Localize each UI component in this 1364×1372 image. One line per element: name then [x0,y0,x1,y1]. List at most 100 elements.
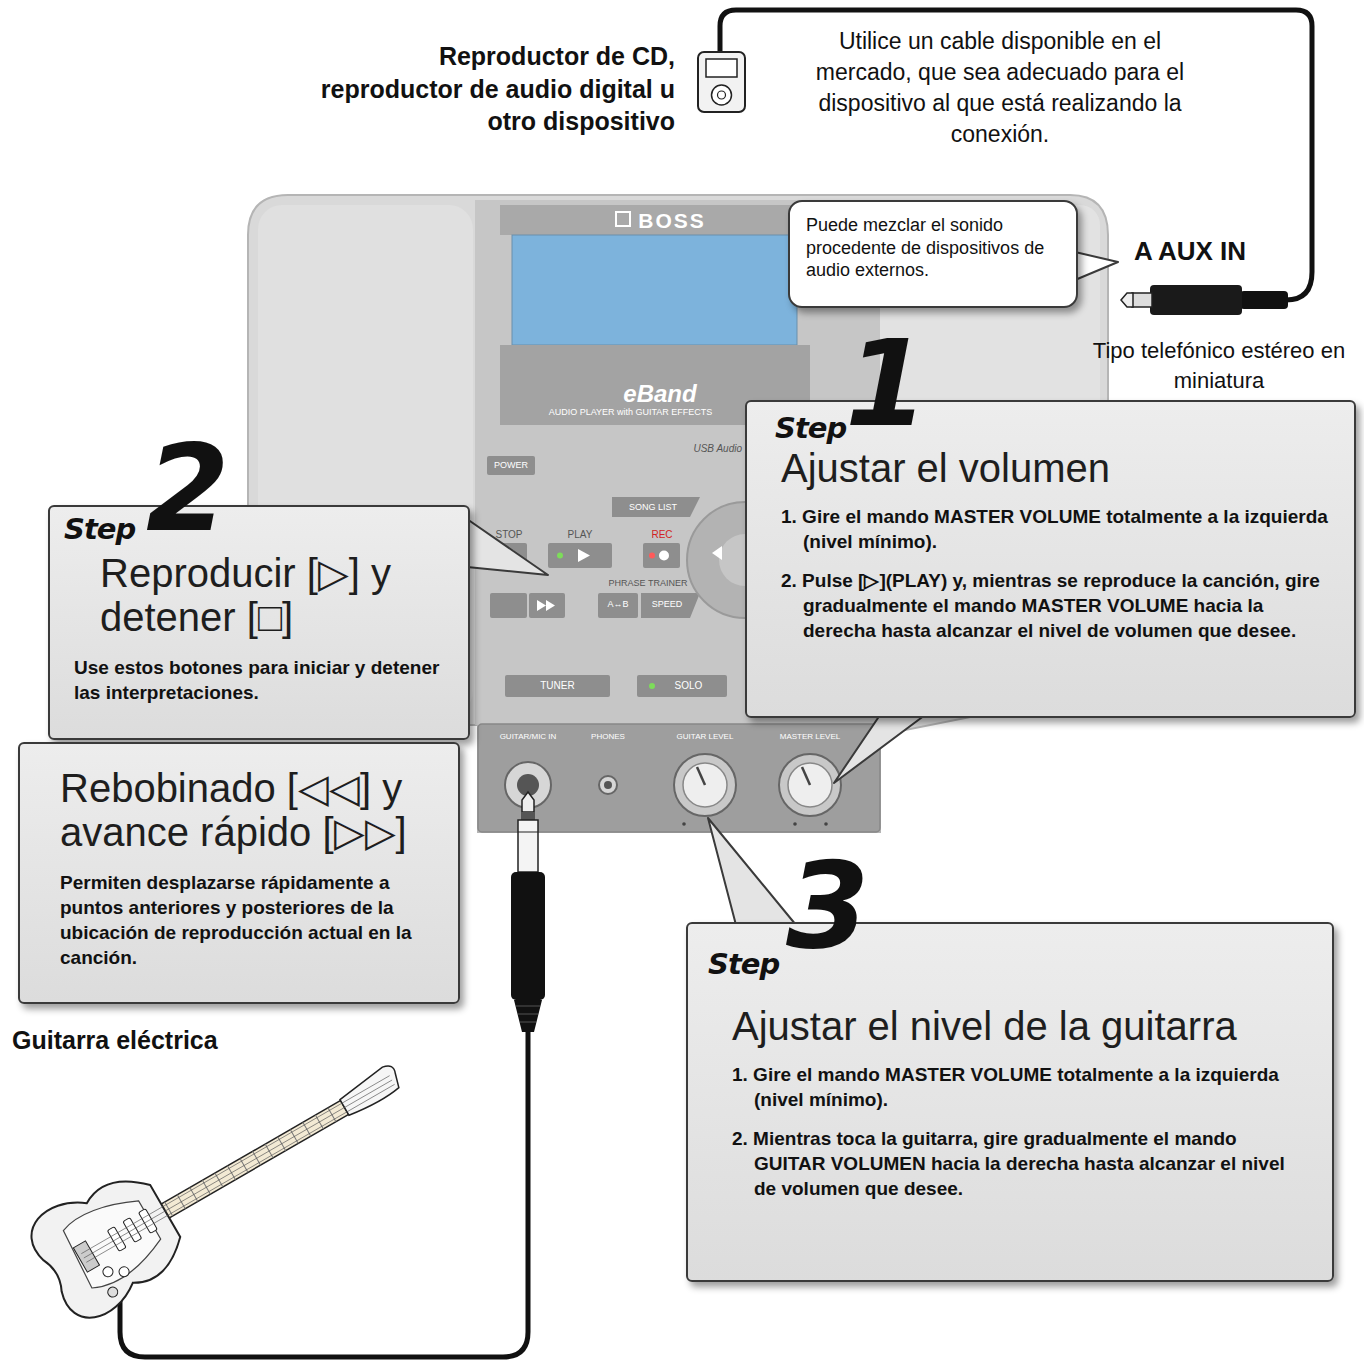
step-word: Step [708,950,779,979]
step-number: 2 [146,429,230,549]
electric-guitar [106,1285,120,1299]
device-buttons [637,675,727,697]
button-symbols [649,683,655,689]
aux-plug [1121,293,1133,307]
step-box: Step3Ajustar el nivel de la guitarra1. G… [686,922,1334,1282]
jack-label: PHONES [583,732,633,741]
jack-panel [779,754,841,816]
guitar-plug [516,1006,540,1007]
step-word: Step [775,414,846,443]
aux-plug [1150,285,1242,315]
button-symbols [659,551,669,561]
audio-player-icon [706,59,737,77]
jack-panel [683,763,727,807]
electric-guitar [336,1063,404,1118]
button-symbols [537,600,555,611]
box-text: Permiten desplazarse rápidamente a punto… [60,870,440,970]
aux-cable [720,10,1312,300]
jack-panel [802,767,810,785]
box-heading: Ajustar el nivel de la guitarra [732,1004,1310,1048]
product-subtitle: AUDIO PLAYER with GUITAR EFFECTS [528,407,733,417]
speech-bubble: Puede mezclar el sonido procedente de di… [788,200,1078,308]
step-box: Step2Reproducir [▷] y detener [□]Use est… [48,505,470,740]
aux-cable [720,10,1312,300]
device-buttons [712,546,722,560]
electric-guitar [101,1265,115,1279]
electric-guitar [81,1076,389,1254]
guitar-plug [520,1022,536,1023]
aux-plug [1121,285,1288,315]
box-text: Puede mezclar el sonido procedente de di… [806,214,1060,282]
audio-player-icon [698,52,745,112]
knob-label: GUITAR LEVEL [660,732,750,741]
device-buttons [505,675,610,697]
jack-panel [824,822,828,826]
jack-label: GUITAR/MIC IN [488,732,568,741]
panel-label: PHRASE TRAINER [596,578,700,588]
button-label: SOLO [650,680,727,691]
callout-tail [834,715,925,783]
electric-guitar [86,1084,394,1262]
guitar-plug [521,812,535,820]
jack-panel [599,776,617,794]
guitar-plug [522,792,534,812]
device-note: Reproductor de CD, reproductor de audio … [295,40,675,138]
box-heading: Reproducir [▷] y detener [□] [100,551,450,639]
button-symbols [578,549,590,562]
plug-type: Tipo telefónico estéreo en miniatura [1078,336,1360,395]
button-label: SONG LIST [612,502,694,512]
product-name: eBand [600,380,720,408]
jack-panel [674,754,736,816]
device-buttons [612,497,700,517]
device-buttons [641,593,700,618]
aux-plug [1240,291,1288,309]
step-word: Step [64,515,135,544]
box-heading: Rebobinado [◁◁] y avance rápido [▷▷] [60,766,440,854]
panel-label: STOP [488,529,530,540]
button-label: TUNER [505,680,610,691]
panel-label: USB Audio [682,443,742,454]
button-label: A↔B [598,599,638,609]
box-heading: Ajustar el volumen [781,446,1338,490]
box-text: 1. Gire el mando MASTER VOLUME totalment… [732,1062,1310,1112]
device-buttons [529,593,565,618]
device-buttons [548,543,612,568]
audio-player-icon [718,91,726,99]
button-symbols [557,553,563,559]
electric-guitar [58,1187,168,1293]
device-body [512,235,797,345]
audio-player-icon [712,85,732,105]
jack-panel [697,767,705,785]
jack-panel [793,822,797,826]
knob-label: MASTER LEVEL [768,732,852,741]
guitar-plug [511,792,545,1032]
callout-tail [708,818,796,925]
electric-guitar [84,1080,392,1258]
guitar-cable [120,1030,528,1357]
callout-tail [467,519,548,575]
guitar-cable [120,1030,528,1357]
panel-label: PLAY [558,529,602,540]
callout-tail [1075,252,1118,280]
box-text: Use estos botones para iniciar y detener… [74,655,450,705]
button-symbols [649,553,655,559]
jack-panel [604,781,612,789]
info-box: Rebobinado [◁◁] y avance rápido [▷▷] Perm… [18,742,460,1004]
guitar-plug [518,820,538,872]
panel-label: REC [640,529,684,540]
box-text: 2. Pulse [▷](PLAY) y, mientras se reprod… [781,568,1338,643]
button-label: SPEED [641,599,693,609]
guitar-plug [518,1014,538,1015]
box-text: 2. Mientras toca la guitarra, gire gradu… [732,1126,1310,1201]
jack-panel [478,724,880,832]
device-body [616,212,630,226]
part-name: Guitarra eléctrica [12,1026,272,1055]
guitar-plug [511,872,545,1000]
aux-plug [1132,293,1152,307]
jack-panel [788,763,832,807]
electric-guitar [21,1025,427,1328]
box-text: 1. Gire el mando MASTER VOLUME totalment… [781,504,1338,554]
brand-logo: BOSS [612,209,732,233]
device-buttons [643,543,680,568]
jack-panel [478,724,880,832]
